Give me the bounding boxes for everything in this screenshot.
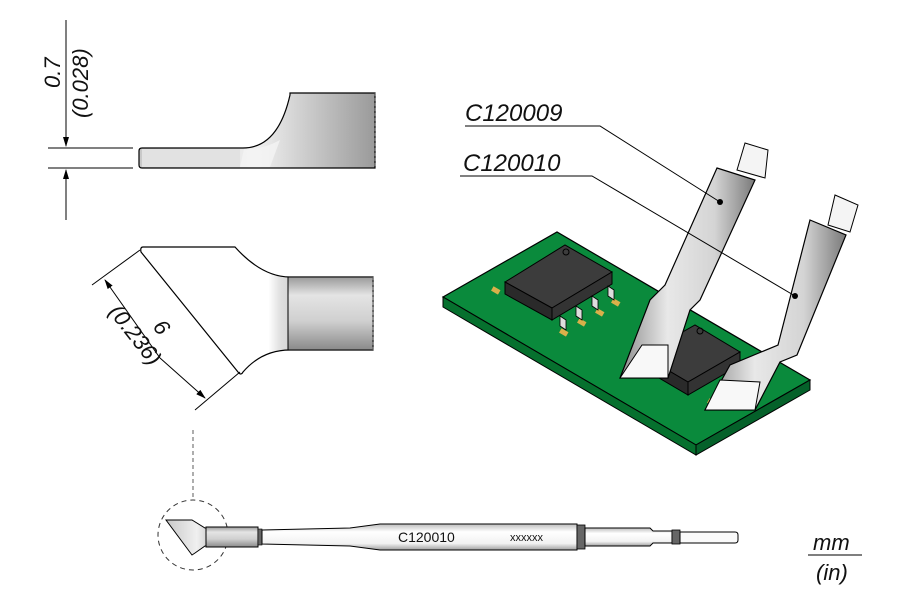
ic-chip-left [504, 244, 615, 331]
dimension-line-width-b [159, 357, 206, 399]
callout-c120009: C120009 [465, 100, 721, 203]
extension-line-b [194, 371, 241, 411]
pcb-scene: C120009 C120010 [441, 100, 859, 456]
callout-label-c120009: C120009 [465, 100, 562, 127]
units-legend: mm (in) [808, 530, 862, 585]
side-view: 0.7 (0.028) [40, 20, 376, 220]
units-primary: mm [813, 530, 850, 555]
units-secondary: (in) [816, 560, 848, 585]
thickness-in-label: (0.028) [68, 48, 93, 118]
callout-c120010: C120010 [460, 150, 796, 297]
cartridge: C120010 xxxxxx [157, 499, 739, 571]
desoldering-tip-c120009 [619, 142, 769, 379]
desoldering-tip-c120010 [703, 194, 859, 411]
cartridge-part-number: C120010 [398, 529, 455, 545]
callout-label-c120010: C120010 [463, 150, 561, 177]
dimension-line-width [104, 279, 161, 359]
extension-line-a [91, 249, 141, 286]
top-view: 6 (0.236) [91, 246, 374, 500]
thickness-mm-label: 0.7 [40, 57, 65, 88]
cartridge-body [261, 523, 578, 551]
cartridge-code: xxxxxx [510, 532, 544, 544]
